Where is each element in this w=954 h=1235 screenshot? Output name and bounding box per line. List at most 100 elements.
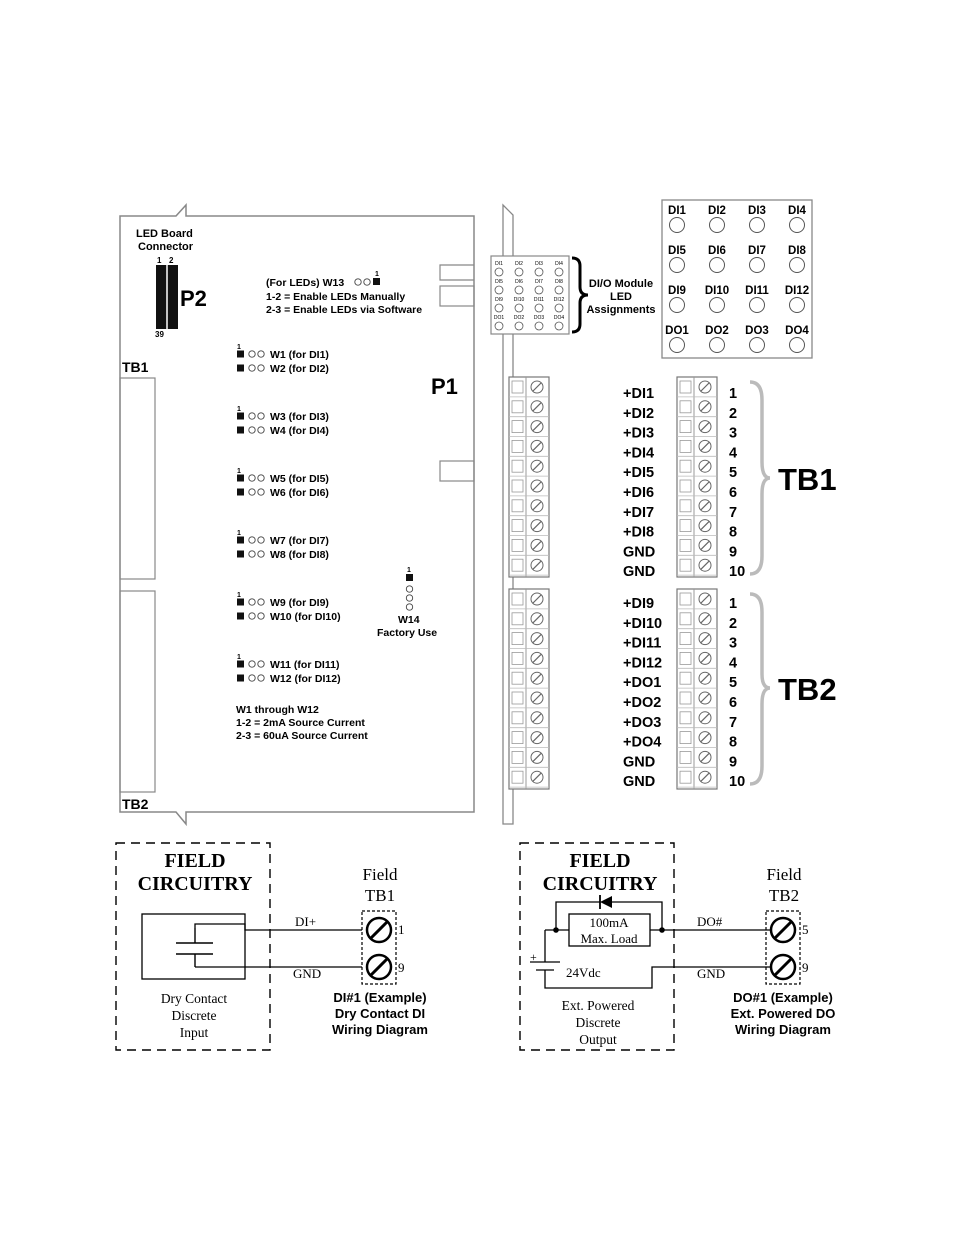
small-led-label: DO3	[534, 315, 545, 321]
circuit-board: LED Board Connector 1 2 39 P2 TB1 TB2 P1…	[119, 203, 475, 827]
jumper-pin-square	[237, 550, 244, 558]
led-connector-label-2: Connector	[138, 241, 194, 253]
jumper-pin-one-label: 1	[237, 530, 241, 537]
led-label: DI4	[788, 205, 807, 217]
small-led-label: DO4	[554, 315, 565, 321]
jumper-pin-hole	[257, 350, 265, 358]
jumper-pin-one-label: 1	[237, 406, 241, 413]
led-label: DI8	[788, 245, 807, 257]
terminal-pin-number: 4	[729, 445, 737, 461]
terminal-pin-number: 5	[729, 465, 737, 481]
led-indicator	[669, 257, 685, 273]
w14-note: Factory Use	[377, 627, 437, 639]
terminal-pin-number: 3	[729, 636, 737, 652]
di-wire-top-label: DI+	[295, 914, 316, 929]
jumper-pin-hole	[248, 612, 256, 620]
led-connector-label: LED Board	[136, 228, 193, 240]
jumper-label: W8 (for DI8)	[270, 549, 329, 561]
di-pin-top: 1	[398, 922, 405, 937]
terminal-signal-label: +DI11	[623, 636, 661, 652]
jumper-group: 1W1 (for DI1)W2 (for DI2)1W3 (for DI3)W4…	[237, 344, 341, 685]
do-screw-5	[769, 916, 797, 944]
jumper-pin-hole	[248, 426, 256, 434]
led-indicator	[789, 217, 805, 233]
tb1-brace	[749, 380, 771, 576]
tb2-edge-connector	[119, 590, 156, 793]
led-indicator	[669, 217, 685, 233]
small-led-label: DI1	[495, 261, 503, 267]
jumper-pin-square	[237, 364, 244, 372]
tb2-brace	[749, 592, 771, 786]
small-led-indicator	[494, 321, 504, 331]
di-caption-1: Dry Contact	[161, 991, 228, 1006]
w14-label: W14	[398, 614, 420, 626]
jumper-pin-square	[237, 674, 244, 682]
jumper-pin-one-label: 1	[237, 468, 241, 475]
terminal-signal-label: +DI6	[623, 485, 654, 501]
jumper-pin-hole	[257, 598, 265, 606]
jumper-row: W6 (for DI6)	[237, 487, 329, 499]
terminal-signal-label: GND	[623, 754, 655, 770]
jumper-label: W3 (for DI3)	[270, 411, 329, 423]
led-label: DO4	[785, 325, 809, 337]
jumper-pin-hole	[248, 660, 256, 668]
w13-note-manual: 1-2 = Enable LEDs Manually	[266, 291, 405, 303]
jumper-pin-hole	[257, 660, 265, 668]
w13-label: (For LEDs) W13	[266, 277, 344, 289]
jumper-pin-hole	[257, 426, 265, 434]
terminal-signal-label: GND	[623, 564, 655, 580]
di-screw-9	[365, 953, 393, 981]
do-plus-sign: +	[530, 950, 537, 964]
terminal-signal-label: +DO3	[623, 715, 661, 731]
di-example-2: Dry Contact DI	[335, 1006, 425, 1021]
small-led-indicator	[554, 321, 564, 331]
board-notch-top	[439, 264, 474, 281]
diode-symbol	[600, 896, 612, 908]
board-slot-2	[439, 460, 475, 482]
di-pin-bottom: 9	[398, 960, 405, 975]
led-indicator	[709, 297, 725, 313]
do-box-title-1: FIELD	[569, 850, 630, 872]
small-led-label: DI5	[495, 279, 503, 285]
di-field-label: Field	[363, 865, 398, 884]
terminal-pin-number: 9	[729, 754, 737, 770]
do-pin-top: 5	[802, 922, 809, 937]
terminal-pin-number: 8	[729, 735, 737, 751]
jumper-pin-square	[237, 488, 244, 496]
terminal-pin-number: 7	[729, 505, 737, 521]
terminal-signal-label: +DI12	[623, 655, 662, 671]
jumper-row: W8 (for DI8)	[237, 549, 329, 561]
led-label: DI6	[708, 245, 726, 257]
small-led-indicator	[534, 303, 544, 313]
do-screw-9	[769, 953, 797, 981]
do-example-1: DO#1 (Example)	[733, 990, 833, 1005]
terminal-signal-label: +DI5	[623, 465, 654, 481]
tb2-edge-label: TB2	[122, 796, 149, 812]
jumper-pin-hole	[248, 674, 256, 682]
jumper-label: W5 (for DI5)	[270, 473, 329, 485]
led-indicator	[749, 257, 765, 273]
di-box-title-2: CIRCUITRY	[138, 873, 253, 895]
terminal-signal-label: GND	[623, 544, 655, 560]
jumper-label: W9 (for DI9)	[270, 597, 329, 609]
small-led-indicator	[534, 267, 544, 277]
p2-pin-39-label: 39	[155, 330, 164, 339]
led-indicator	[709, 257, 725, 273]
terminal-pin-number: 8	[729, 525, 737, 541]
terminal-signal-label: +DI4	[623, 445, 654, 461]
jumper-pin-one-label: 1	[237, 654, 241, 661]
tb1-title: TB1	[778, 462, 837, 497]
terminal-signal-label: +DI8	[623, 525, 654, 541]
led-label: DI2	[708, 205, 726, 217]
di-example-3: Wiring Diagram	[332, 1022, 428, 1037]
jumper-pin-one-label: 1	[237, 592, 241, 599]
jumper-pin-hole	[248, 350, 256, 358]
terminal-pin-number: 3	[729, 426, 737, 442]
small-led-indicator	[534, 285, 544, 295]
source-note-60ua: 2-3 = 60uA Source Current	[236, 730, 368, 742]
tb1-edge-label: TB1	[122, 359, 149, 375]
small-led-label: DI7	[535, 279, 543, 285]
small-led-indicator	[554, 267, 564, 277]
